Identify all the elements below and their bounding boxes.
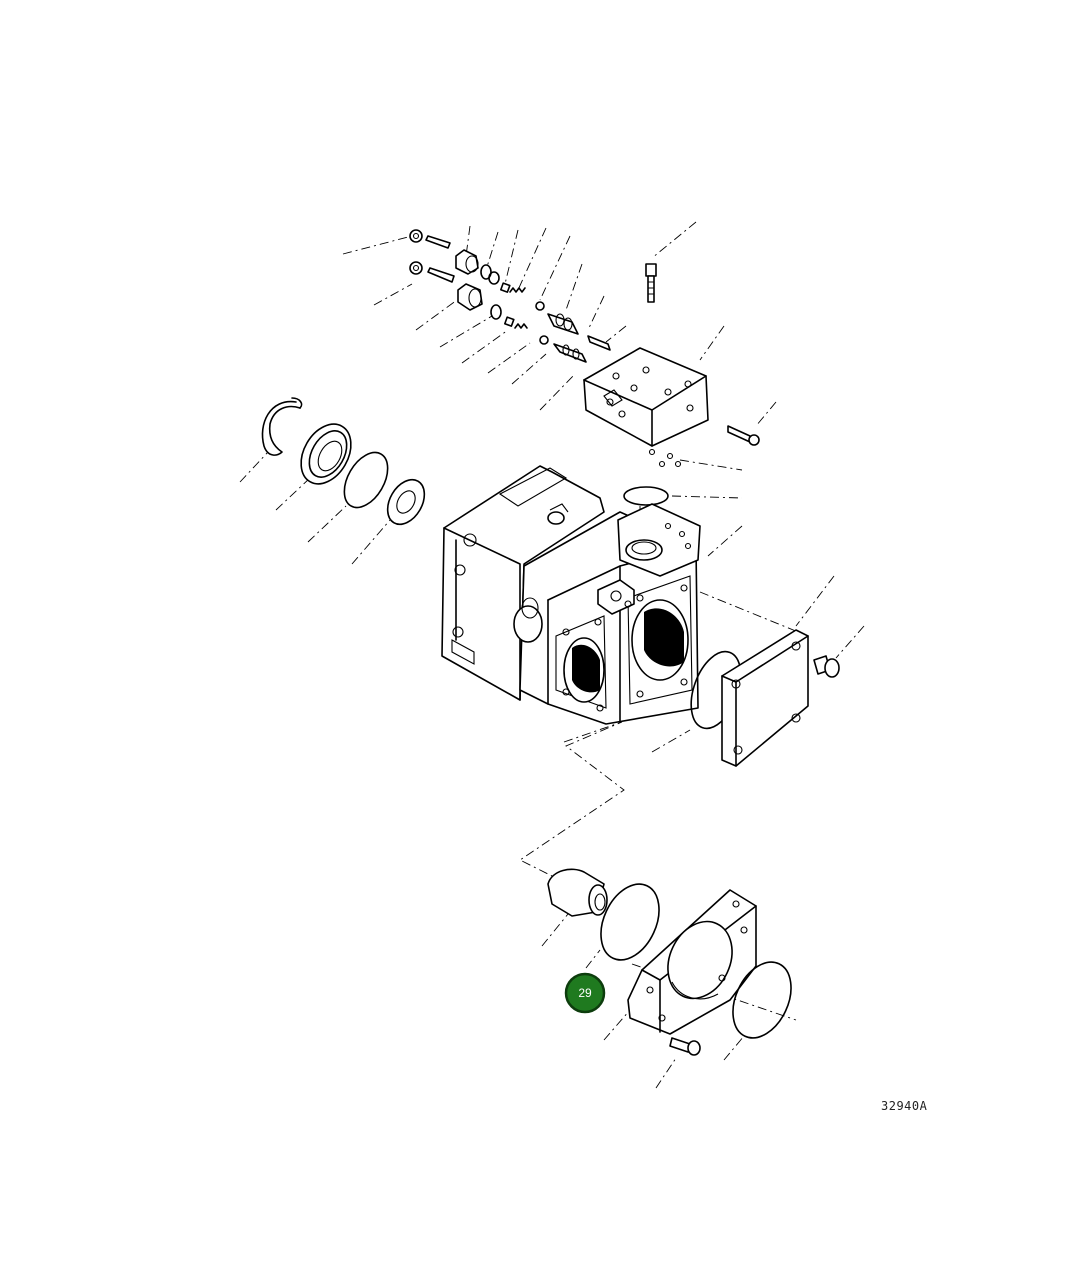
pump-body — [441, 465, 701, 725]
callout-29[interactable]: 29 — [564, 972, 606, 1014]
bottom-flange-group — [547, 868, 792, 1056]
shaft-seal-parts — [261, 397, 426, 526]
drawing-reference-code: 32940A — [881, 1099, 928, 1113]
top-valve-parts — [409, 229, 657, 363]
o-ring-block — [623, 486, 669, 506]
end-cover — [690, 629, 840, 767]
control-valve-block — [583, 347, 760, 468]
